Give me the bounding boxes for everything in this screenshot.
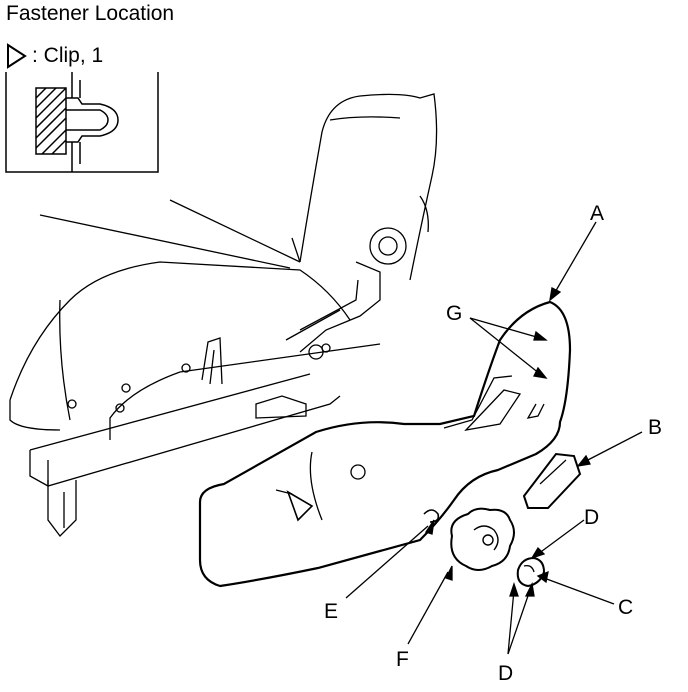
callout-d-bottom: D <box>498 662 513 685</box>
side-cover-a <box>198 300 572 588</box>
triangle-icon <box>7 43 27 69</box>
seat-body <box>9 93 438 537</box>
callout-d-top: D <box>584 506 599 529</box>
part-c-cap <box>516 556 546 588</box>
part-f-knob <box>450 507 515 571</box>
page-title: Fastener Location <box>6 2 175 25</box>
callout-a: A <box>590 202 604 225</box>
part-b <box>522 452 582 509</box>
hatched-panel <box>35 87 67 155</box>
callout-e: E <box>324 600 338 623</box>
callout-b: B <box>648 416 662 439</box>
part-e <box>423 509 440 523</box>
legend: : Clip, 1 <box>6 43 103 69</box>
callout-lines <box>345 221 643 655</box>
callout-f: F <box>396 648 409 671</box>
clip-shape <box>66 97 119 143</box>
clip-inset <box>5 72 159 173</box>
callout-g: G <box>446 302 462 325</box>
legend-text: : Clip, 1 <box>32 44 104 67</box>
callout-c: C <box>618 596 633 619</box>
